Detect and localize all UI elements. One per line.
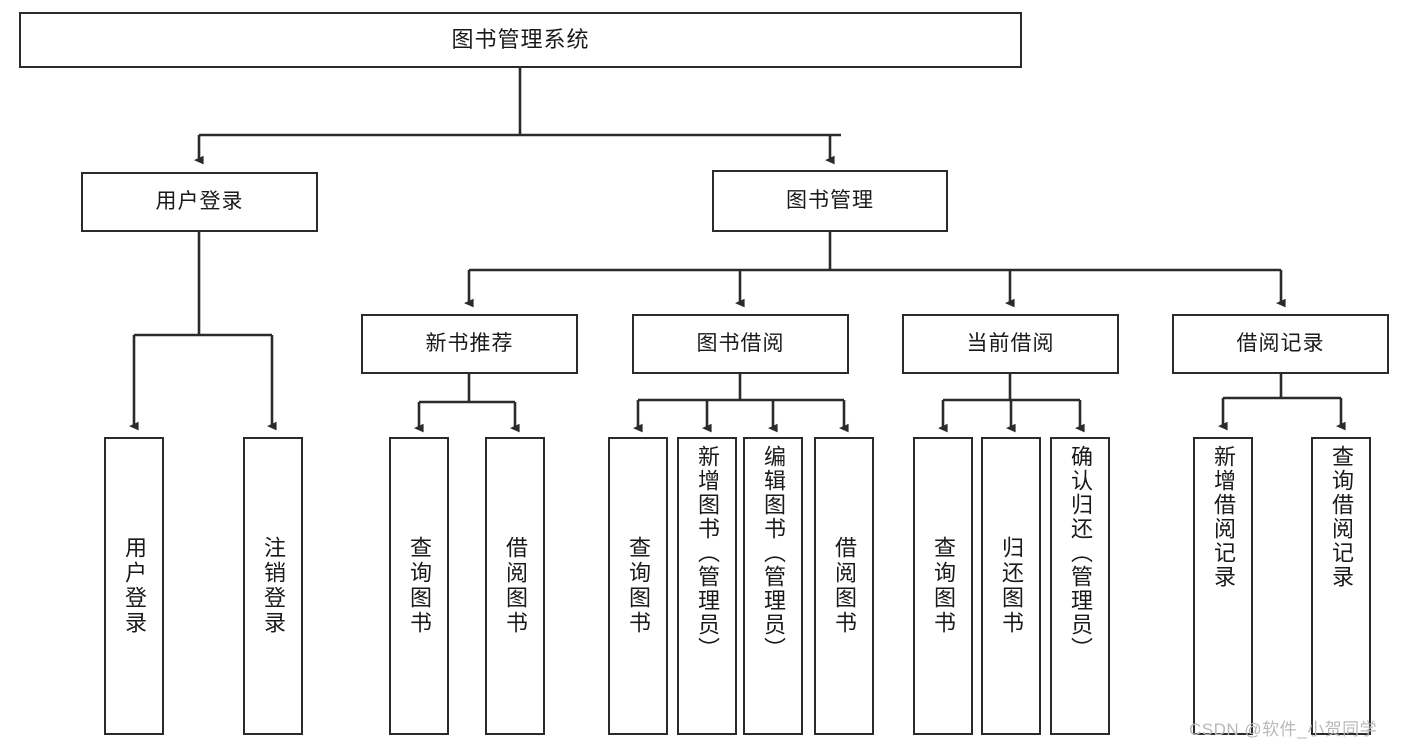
leaf-edit-book[interactable]: 编辑图书（管理员） bbox=[743, 437, 803, 735]
node-book-management[interactable]: 图书管理 bbox=[712, 170, 948, 232]
node-new-book-recommend[interactable]: 新书推荐 bbox=[361, 314, 578, 374]
leaf-borrow-book-2[interactable]: 借阅图书 bbox=[814, 437, 874, 735]
node-book-borrow[interactable]: 图书借阅 bbox=[632, 314, 849, 374]
leaf-add-record[interactable]: 新增借阅记录 bbox=[1193, 437, 1253, 735]
leaf-user-login[interactable]: 用户登录 bbox=[104, 437, 164, 735]
csdn-watermark: CSDN @软件_小贺同学 bbox=[1189, 720, 1378, 739]
leaf-query-record[interactable]: 查询借阅记录 bbox=[1311, 437, 1371, 735]
leaf-query-book-3[interactable]: 查询图书 bbox=[913, 437, 973, 735]
node-borrow-record[interactable]: 借阅记录 bbox=[1172, 314, 1389, 374]
leaf-borrow-book-1[interactable]: 借阅图书 bbox=[485, 437, 545, 735]
node-current-borrow[interactable]: 当前借阅 bbox=[902, 314, 1119, 374]
node-user-login[interactable]: 用户登录 bbox=[81, 172, 318, 232]
leaf-add-book[interactable]: 新增图书（管理员） bbox=[677, 437, 737, 735]
leaf-user-logout[interactable]: 注销登录 bbox=[243, 437, 303, 735]
node-root-system[interactable]: 图书管理系统 bbox=[19, 12, 1022, 68]
leaf-return-book[interactable]: 归还图书 bbox=[981, 437, 1041, 735]
leaf-query-book-2[interactable]: 查询图书 bbox=[608, 437, 668, 735]
leaf-confirm-return[interactable]: 确认归还（管理员） bbox=[1050, 437, 1110, 735]
leaf-query-book-1[interactable]: 查询图书 bbox=[389, 437, 449, 735]
